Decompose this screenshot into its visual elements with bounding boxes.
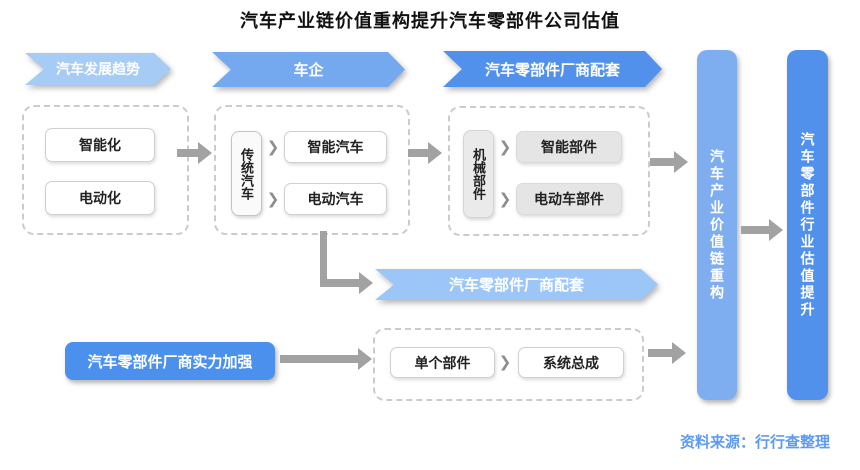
flow-arrow-oem-to-parts <box>408 142 442 164</box>
node-mechanical-parts: 机械部件 <box>463 130 494 218</box>
bar-value-chain-restructure-label: 汽车产业价值链重构 <box>709 148 725 302</box>
flow-arrow-parts-to-bar <box>650 151 688 173</box>
banner-auto-trend-shape: 汽车发展趋势 <box>25 53 171 85</box>
node-supplier-strength-label: 汽车零部件厂商实力加强 <box>87 353 253 371</box>
banner-oem-shape: 车企 <box>212 52 405 87</box>
banner-oem-label: 车企 <box>293 62 324 79</box>
node-electric: 电动化 <box>45 181 155 215</box>
node-ev-car: 电动汽车 <box>284 183 387 215</box>
banner-supplier-top: 汽车零部件厂商配套 <box>443 51 662 87</box>
banner-oem: 车企 <box>212 52 405 87</box>
chevron-right-icon: ❯ <box>498 139 512 156</box>
page-title: 汽车产业链价值重构提升汽车零部件公司估值 <box>240 11 620 31</box>
node-mechanical-parts-label: 机械部件 <box>471 148 486 200</box>
bar-value-chain-restructure: 汽车产业价值链重构 <box>697 50 737 400</box>
node-supplier-strength: 汽车零部件厂商实力加强 <box>65 342 275 380</box>
group-auto-trend <box>22 105 189 235</box>
bar-valuation-uplift-label: 汽车零部件行业估值提升 <box>799 131 816 319</box>
banner-auto-trend-label: 汽车发展趋势 <box>56 61 140 77</box>
node-traditional-car-label: 传统汽车 <box>239 147 254 200</box>
bar-valuation-uplift: 汽车零部件行业估值提升 <box>787 50 828 400</box>
banner-supplier-top-label: 汽车零部件厂商配套 <box>484 61 620 79</box>
banner-supplier-mid: 汽车零部件厂商配套 <box>375 269 658 300</box>
node-intelligent: 智能化 <box>45 128 155 162</box>
node-system-assembly: 系统总成 <box>518 347 624 378</box>
banner-auto-trend: 汽车发展趋势 <box>25 53 171 85</box>
node-single-part: 单个部件 <box>390 347 495 378</box>
group-parts <box>448 106 650 236</box>
elbow-connector-arrow <box>320 272 373 294</box>
elbow-connector-vertical <box>320 231 327 286</box>
chevron-right-icon: ❯ <box>498 191 512 208</box>
group-oem <box>214 105 410 235</box>
banner-supplier-top-shape: 汽车零部件厂商配套 <box>443 51 662 87</box>
node-smart-parts: 智能部件 <box>516 131 622 163</box>
node-smart-car: 智能汽车 <box>284 131 387 163</box>
node-ev-parts: 电动车部件 <box>516 183 622 215</box>
flow-arrow-bar-to-bar <box>741 219 783 241</box>
chevron-right-icon: ❯ <box>266 139 280 156</box>
flow-arrow-upgrade-to-bar <box>648 342 686 364</box>
chevron-right-icon: ❯ <box>498 354 512 371</box>
banner-supplier-mid-shape: 汽车零部件厂商配套 <box>375 269 658 300</box>
data-source-note: 资料来源：行行查整理 <box>679 434 830 451</box>
flow-arrow-strength-to-upgrade <box>280 348 372 370</box>
chevron-right-icon: ❯ <box>266 191 280 208</box>
banner-supplier-mid-label: 汽车零部件厂商配套 <box>448 277 584 294</box>
group-upgrade <box>373 328 644 401</box>
node-traditional-car: 传统汽车 <box>231 131 262 216</box>
